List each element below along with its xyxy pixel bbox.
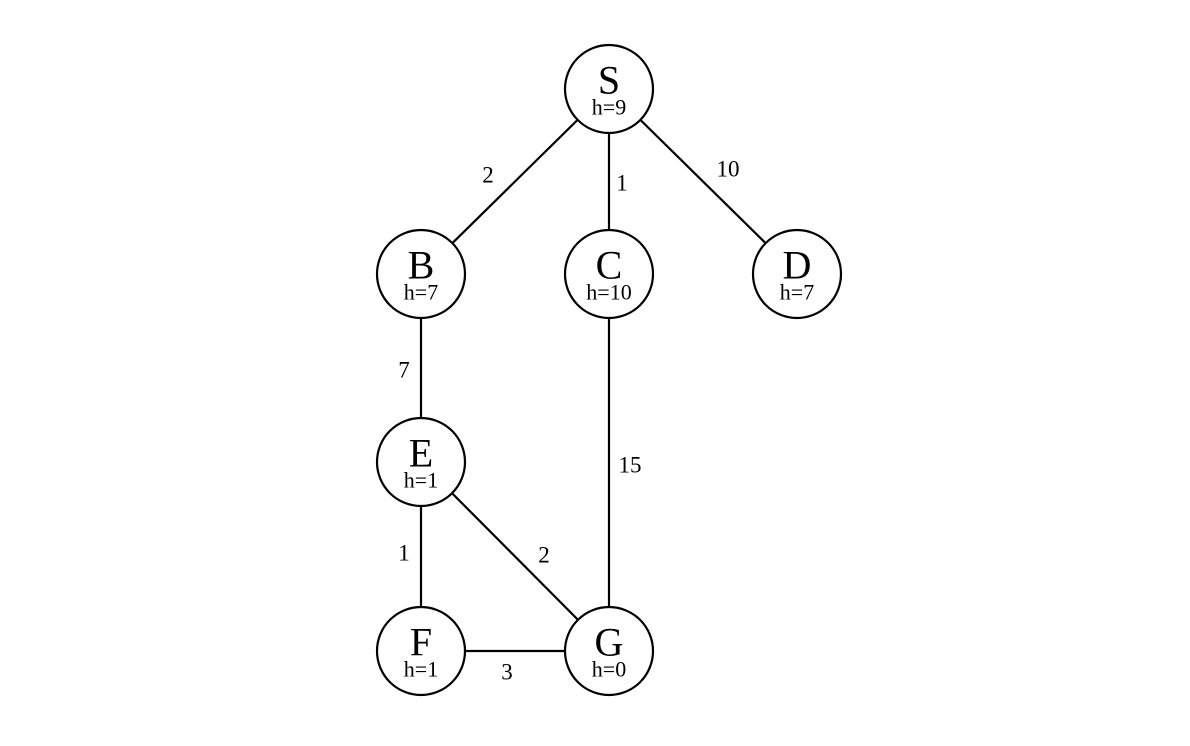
- node-label: D: [783, 243, 812, 288]
- node-label: F: [410, 620, 432, 665]
- edge-weight-e-g: 2: [538, 543, 550, 568]
- node-d: Dh=7: [751, 228, 843, 320]
- edge-weights-layer: 2 1 10 7 15 1 2 3: [398, 157, 739, 685]
- edge-weight-f-g: 3: [501, 660, 513, 685]
- node-e: Eh=1: [375, 416, 467, 508]
- node-heuristic: h=1: [404, 468, 438, 493]
- node-circle: [375, 416, 467, 508]
- node-label: G: [595, 620, 624, 665]
- node-circle: [751, 228, 843, 320]
- node-heuristic: h=0: [592, 657, 626, 682]
- edge-weight-s-d: 10: [717, 157, 740, 182]
- edge-weight-e-f: 1: [398, 541, 410, 566]
- edges-layer: [419, 88, 798, 653]
- edge-weight-c-g: 15: [619, 453, 642, 478]
- node-heuristic: h=10: [586, 280, 631, 305]
- node-circle: [563, 605, 655, 697]
- node-circle: [563, 43, 655, 135]
- node-heuristic: h=1: [404, 657, 438, 682]
- node-circle: [375, 605, 467, 697]
- node-heuristic: h=9: [592, 95, 626, 120]
- node-f: Fh=1: [375, 605, 467, 697]
- node-c: Ch=10: [563, 228, 655, 320]
- node-label: S: [598, 58, 620, 103]
- node-label: C: [596, 243, 623, 288]
- node-label: B: [408, 243, 435, 288]
- node-s: Sh=9: [563, 43, 655, 135]
- edge-weight-s-b: 2: [482, 163, 494, 188]
- node-g: Gh=0: [563, 605, 655, 697]
- edge-weight-s-c: 1: [616, 171, 628, 196]
- node-b: Bh=7: [375, 228, 467, 320]
- node-heuristic: h=7: [780, 280, 814, 305]
- node-heuristic: h=7: [404, 280, 438, 305]
- node-circle: [563, 228, 655, 320]
- edge-weight-b-e: 7: [398, 358, 410, 383]
- node-circle: [375, 228, 467, 320]
- node-label: E: [409, 431, 433, 476]
